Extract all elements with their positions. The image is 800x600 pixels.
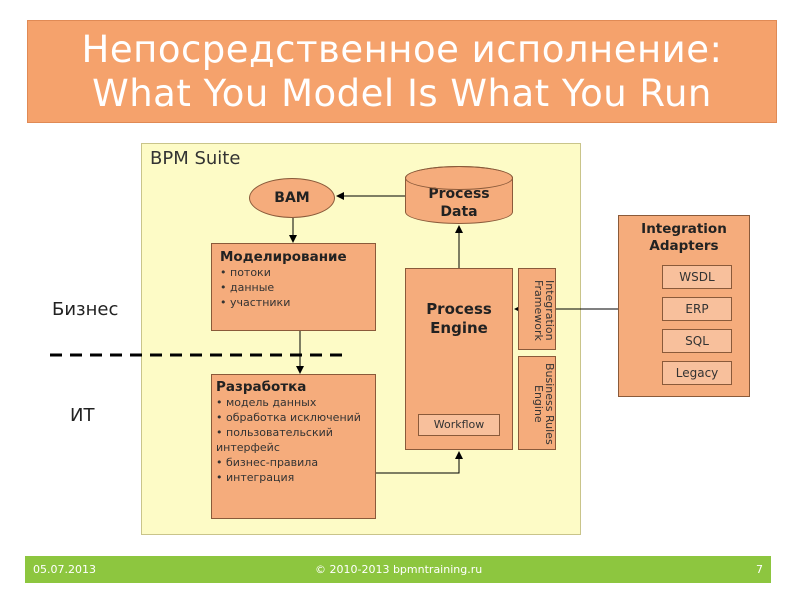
modeling-box: Моделирование потокиданныеучастники xyxy=(211,243,376,331)
title-line-2: What You Model Is What You Run xyxy=(92,72,712,115)
adapter-sql: SQL xyxy=(662,329,732,353)
development-box: Разработка модель данныхобработка исключ… xyxy=(211,374,376,519)
business-label: Бизнес xyxy=(52,299,119,320)
ia-line2: Adapters xyxy=(649,238,719,254)
footer-date: 05.07.2013 xyxy=(33,563,96,576)
list-item: модель данных xyxy=(216,395,371,410)
footer-copyright: © 2010-2013 bpmntraining.ru xyxy=(315,563,483,576)
list-item: потоки xyxy=(220,265,367,280)
workflow-box: Workflow xyxy=(418,414,500,436)
modeling-title: Моделирование xyxy=(220,249,347,265)
pe-line2: Engine xyxy=(430,319,488,337)
bpm-suite-label: BPM Suite xyxy=(150,148,241,169)
list-item: пользовательский интерфейс xyxy=(216,425,371,455)
adapter-erp: ERP xyxy=(662,297,732,321)
list-item: участники xyxy=(220,295,367,310)
list-item: обработка исключений xyxy=(216,410,371,425)
bam-node: BAM xyxy=(249,178,335,218)
footer: 05.07.2013 © 2010-2013 bpmntraining.ru 7 xyxy=(25,556,771,583)
list-item: данные xyxy=(220,280,367,295)
list-item: бизнес-правила xyxy=(216,455,371,470)
business-rules-engine-box: Business Rules Engine xyxy=(518,356,556,450)
ia-line1: Integration xyxy=(641,221,727,237)
title-line-1: Непосредственное исполнение: xyxy=(81,28,723,71)
adapter-wsdl: WSDL xyxy=(662,265,732,289)
list-item: интеграция xyxy=(216,470,371,485)
page-number: 7 xyxy=(756,563,763,576)
integration-framework-box: Integration Framework xyxy=(518,268,556,350)
pd-line2: Data xyxy=(440,204,478,220)
development-title: Разработка xyxy=(216,379,307,395)
adapter-legacy: Legacy xyxy=(662,361,732,385)
process-data-top xyxy=(405,166,513,190)
pe-line1: Process xyxy=(426,300,492,318)
arrow-dev-to-pe xyxy=(376,451,463,474)
pd-line1: Process xyxy=(428,186,490,202)
it-label: ИТ xyxy=(70,405,95,426)
slide-title: Непосредственное исполнение:What You Mod… xyxy=(27,20,777,123)
